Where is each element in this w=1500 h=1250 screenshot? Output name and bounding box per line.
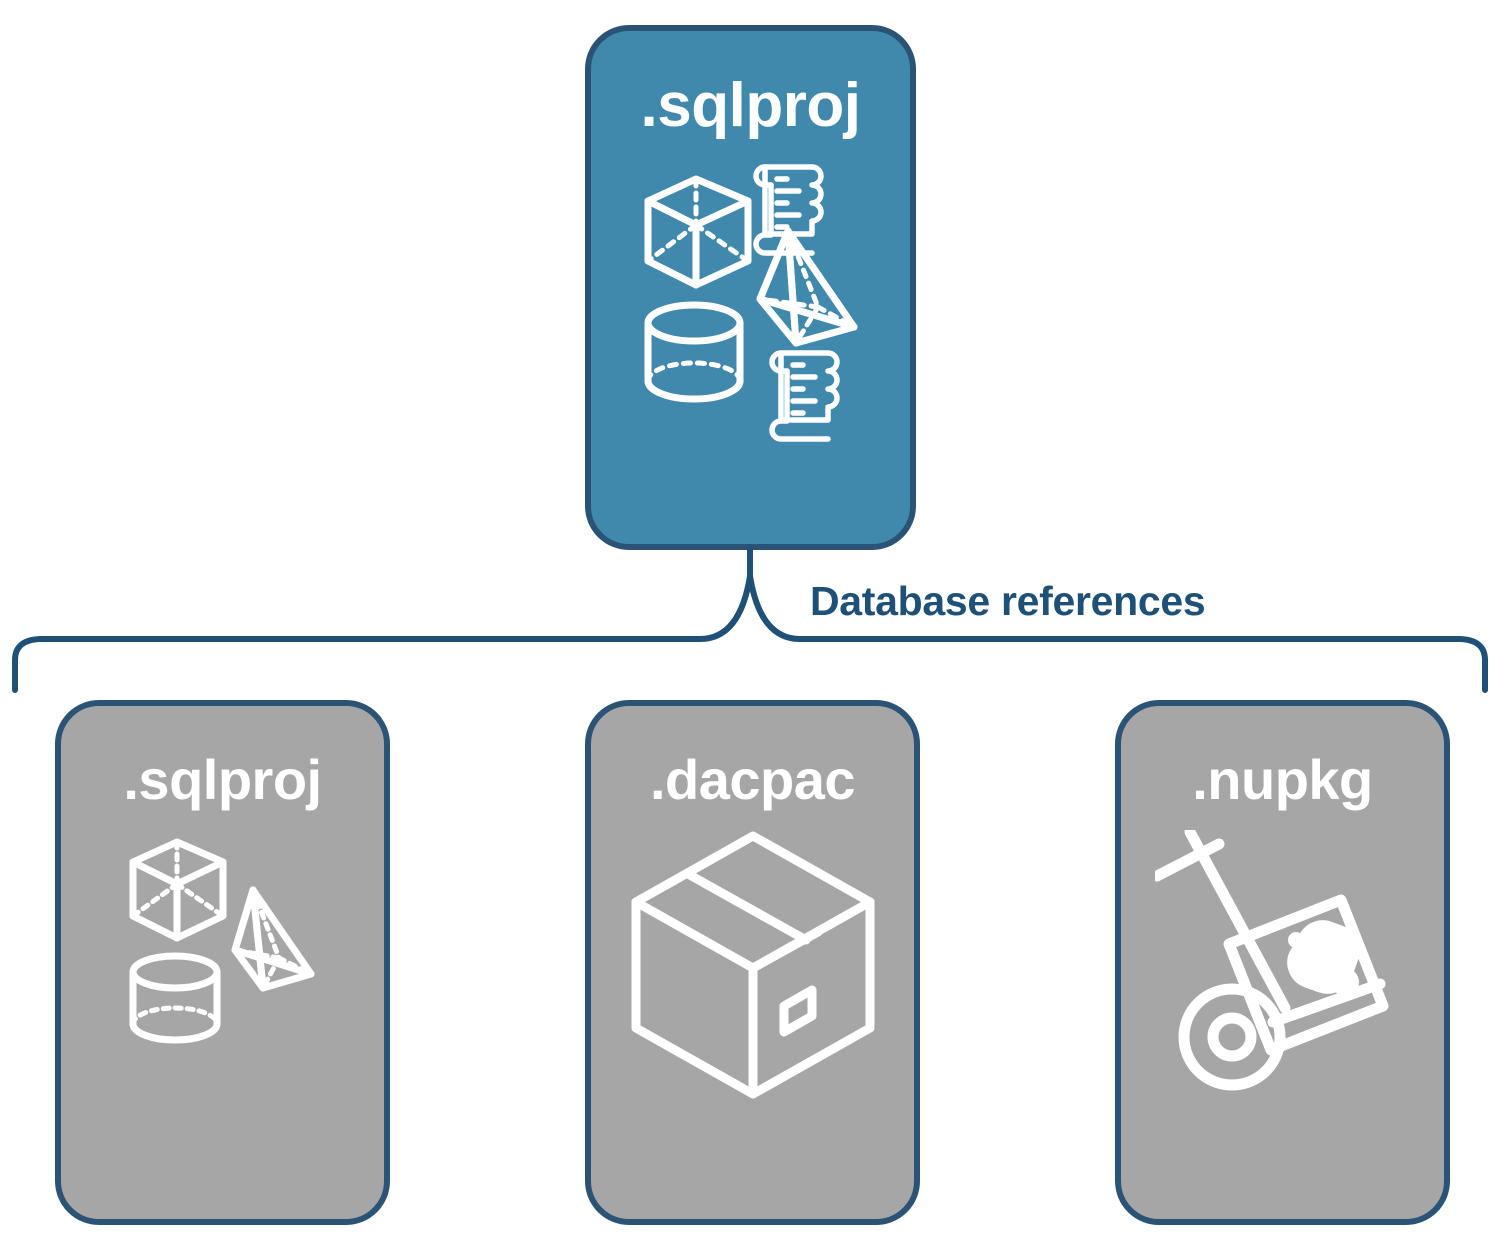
node-ref-sqlproj[interactable]: .sqlproj	[55, 700, 390, 1225]
node-ref-nupkg-label: .nupkg	[1192, 748, 1373, 811]
pyramid-icon	[756, 227, 857, 347]
database-objects-icon	[123, 830, 323, 1065]
cube-icon	[129, 838, 226, 942]
nuget-package-icon	[1223, 894, 1389, 1056]
cube-icon	[644, 175, 751, 289]
scroll-icon-top	[752, 164, 824, 256]
node-ref-dacpac-label: .dacpac	[649, 748, 856, 811]
node-root-sqlproj-label: .sqlproj	[640, 71, 861, 140]
node-root-sqlproj[interactable]: .sqlproj	[585, 25, 916, 550]
wheel-icon	[1178, 983, 1286, 1091]
package-box-icon	[628, 830, 878, 1105]
cylinder-icon	[644, 301, 743, 403]
hand-truck-package-icon	[1151, 826, 1410, 1100]
database-objects-icon	[636, 157, 866, 452]
scroll-icon-bottom	[768, 350, 840, 442]
node-ref-sqlproj-label: .sqlproj	[123, 748, 322, 811]
pyramid-icon	[231, 886, 314, 992]
node-ref-dacpac[interactable]: .dacpac	[585, 700, 920, 1225]
connector-label: Database references	[810, 578, 1206, 624]
cylinder-icon	[129, 952, 220, 1044]
node-ref-nupkg[interactable]: .nupkg	[1115, 700, 1450, 1225]
